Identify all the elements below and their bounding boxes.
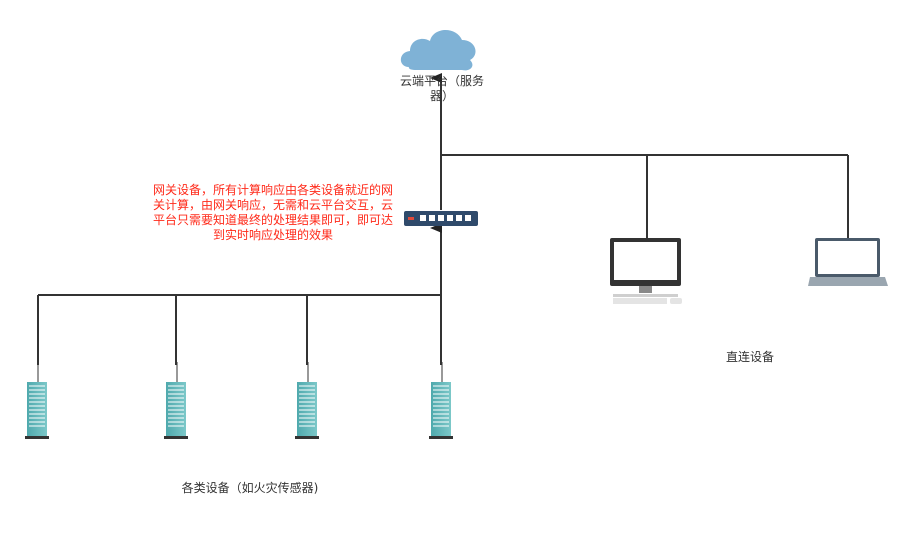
sensor-device-icon <box>429 362 453 439</box>
laptop-icon <box>808 238 888 286</box>
direct-devices-label: 直连设备 <box>725 350 774 364</box>
sensor-device-icon <box>164 362 188 439</box>
sensor-devices-label: 各类设备（如火灾传感器) <box>181 481 319 495</box>
sensor-device-icon <box>25 362 49 439</box>
sensor-device-icon <box>295 362 319 439</box>
cloud-icon <box>400 29 476 71</box>
desktop-monitor-icon <box>610 238 682 304</box>
gateway-switch-icon <box>404 211 478 226</box>
cloud-label: 云端平台（服务器） <box>399 74 484 103</box>
connector-lines <box>37 73 849 365</box>
gateway-annotation: 网关设备，所有计算响应由各类设备就近的网关计算，由网关响应，无需和云平台交互，云… <box>152 183 393 242</box>
